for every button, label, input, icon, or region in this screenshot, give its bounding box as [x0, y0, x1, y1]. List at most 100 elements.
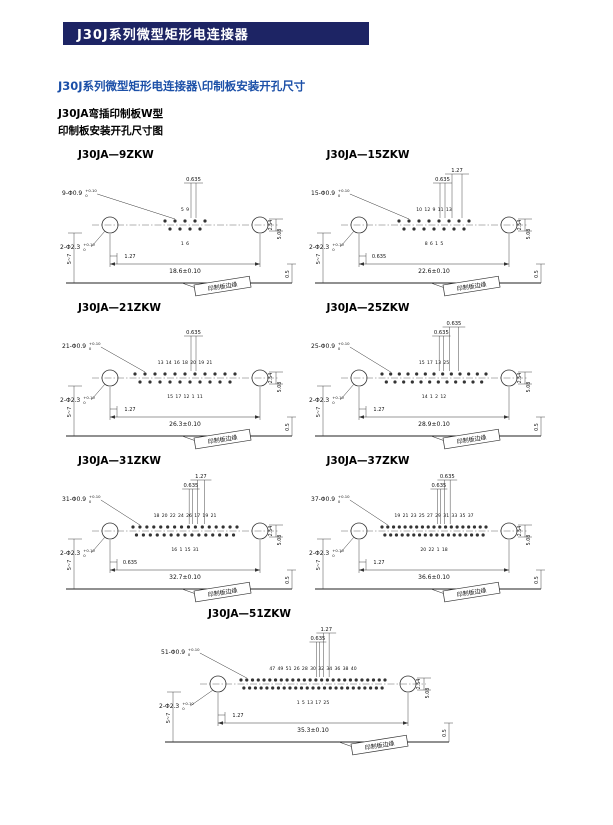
- contact-dot: [391, 525, 395, 529]
- contact-dot: [169, 533, 173, 537]
- hole-callout: 31-Φ0.9: [62, 496, 86, 503]
- pcb-edge-flag: 印制板边缘: [350, 734, 408, 755]
- contact-dot: [228, 525, 232, 529]
- contact-dot: [431, 372, 436, 376]
- contact-dot: [414, 372, 418, 376]
- mount-callout: 2-Φ2.3: [60, 244, 80, 251]
- contact-dot: [463, 533, 467, 537]
- contact-dot: [158, 380, 162, 384]
- contact-dot: [204, 533, 208, 537]
- span-label: 32.7±0.10: [169, 574, 201, 581]
- row-dim-label: 5.08: [526, 228, 532, 239]
- contact-dot: [345, 686, 349, 690]
- pitch-label: 0.635: [435, 177, 450, 183]
- pitch-label: 0.635: [310, 636, 325, 642]
- dim-arrow: [503, 414, 509, 419]
- subtitle-figure: 印制板安装开孔尺寸图: [58, 125, 163, 138]
- contact-dot: [331, 678, 335, 682]
- dim-arrow: [110, 567, 115, 572]
- pcb-edge-flag: 印制板边缘: [193, 428, 252, 449]
- header-bar: J30J系列微型矩形电连接器: [63, 22, 369, 45]
- contact-dot: [440, 372, 444, 376]
- board-thickness-label: 5~7: [67, 559, 73, 570]
- contact-dot: [405, 533, 410, 537]
- pin-number-row: 14 1 2 12: [421, 394, 446, 400]
- tolerance-lower: 0: [337, 193, 340, 198]
- tolerance-lower: 0: [332, 247, 335, 252]
- pitch-label: 1.27: [232, 713, 243, 719]
- contact-dot: [188, 227, 192, 231]
- contact-dot: [414, 525, 418, 529]
- contact-dot: [183, 219, 187, 223]
- mounting-hole: [101, 369, 119, 387]
- pin-number-row: 15 17 13 25: [418, 360, 448, 366]
- contact-dot: [475, 533, 479, 537]
- dim-arrow: [110, 414, 115, 419]
- pcb-edge-flag: 印制板边缘: [193, 275, 252, 296]
- dim-arrow: [110, 261, 115, 266]
- pitch-label: 1.27: [451, 168, 463, 174]
- pin-number-row: 13 14 16 18 20 19 21: [158, 360, 213, 366]
- row-dim-label: 5.08: [277, 534, 283, 545]
- pin-number-row: 8 6 1 5: [424, 241, 443, 247]
- contact-dot: [134, 533, 139, 537]
- contact-dot: [235, 525, 239, 529]
- flag-box: [350, 734, 408, 755]
- contact-dot: [173, 525, 177, 529]
- section-title: J30J系列微型矩形电连接器\印制板安装开孔尺寸: [58, 79, 306, 93]
- contact-dot: [193, 372, 197, 376]
- contact-dot: [436, 380, 440, 384]
- contact-dot: [382, 533, 386, 537]
- mounting-hole: [399, 675, 416, 693]
- contact-dot: [221, 525, 225, 529]
- contact-dot: [385, 525, 389, 529]
- span-label: 35.3±0.10: [297, 727, 329, 734]
- hole-callout: 15-Φ0.9: [311, 190, 335, 197]
- board-thickness-label: 5~7: [316, 253, 322, 264]
- hole-callout: 37-Φ0.9: [311, 496, 335, 503]
- contact-dot: [456, 219, 461, 223]
- edge-offset-label: 0.5: [442, 729, 448, 737]
- dim-arrow: [402, 720, 408, 725]
- contact-dot: [460, 525, 464, 529]
- pitch-label: 0.635: [183, 483, 198, 489]
- contact-dot: [319, 678, 323, 682]
- contact-dot: [379, 372, 384, 376]
- contact-dot: [462, 380, 466, 384]
- contact-dot: [152, 525, 156, 529]
- contact-dot: [183, 372, 187, 376]
- edge-offset-label: 0.5: [285, 270, 291, 278]
- edge-offset-label: 0.5: [285, 423, 291, 431]
- tolerance-upper: +0.10: [83, 548, 95, 553]
- contact-dot: [259, 686, 263, 690]
- diagram-title: J30JA—21ZKW: [78, 301, 161, 314]
- contact-dot: [166, 525, 170, 529]
- contact-dot: [198, 227, 202, 231]
- mounting-hole: [500, 369, 517, 387]
- contact-dot: [159, 525, 163, 529]
- pin-number-row: 15 17 12 1 11: [167, 394, 203, 400]
- contact-dot: [396, 219, 401, 223]
- mount-callout: 2-Φ2.3: [60, 550, 80, 557]
- mount-callout: 2-Φ2.3: [309, 397, 329, 404]
- contact-dot: [133, 372, 137, 376]
- pitch-label: 1.27: [124, 407, 135, 413]
- contact-dot: [273, 678, 277, 682]
- contact-dot: [401, 227, 406, 231]
- contact-dot: [253, 686, 257, 690]
- contact-dot: [453, 380, 457, 384]
- contact-dot: [411, 533, 415, 537]
- hole-callout: 21-Φ0.9: [62, 343, 86, 350]
- diagram-title: J30JA—9ZKW: [78, 148, 154, 161]
- contact-dot: [481, 533, 485, 537]
- edge-offset-label: 0.5: [534, 576, 540, 584]
- tolerance-lower: 0: [337, 346, 340, 351]
- contact-dot: [420, 525, 424, 529]
- pin-number-row: 16 1 15 31: [171, 547, 198, 553]
- contact-dot: [148, 533, 152, 537]
- contact-dot: [475, 372, 479, 376]
- tolerance-lower: 0: [182, 706, 185, 711]
- contact-dot: [193, 219, 197, 223]
- technical-drawing: 5 91 60.6359-Φ0.9+0.1002-Φ2.3+0.10018.6±…: [60, 177, 296, 296]
